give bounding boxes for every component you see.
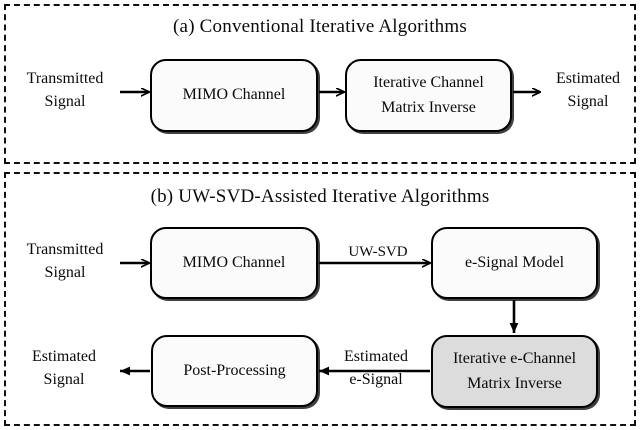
panel-b-output-label: Estimated Signal: [8, 345, 120, 391]
panel-a-output-label: Estimated Signal: [540, 67, 636, 113]
panel-a-box-mimo-channel[interactable]: MIMO Channel: [150, 59, 318, 132]
panel-b-caption: (b) UW-SVD-Assisted Iterative Algorithms: [150, 186, 490, 207]
panel-a-box-inverse-line2: Matrix Inverse: [381, 98, 476, 116]
panel-a-box-iterative-channel-matrix-inverse[interactable]: Iterative Channel Matrix Inverse: [345, 59, 512, 132]
panel-b-output-label-line1: Estimated: [32, 348, 96, 365]
panel-b-input-label: Transmitted Signal: [10, 238, 120, 284]
panel-b-box-iterative-e-channel-matrix-inverse[interactable]: Iterative e-Channel Matrix Inverse: [431, 335, 598, 408]
panel-b-box-e-signal-model[interactable]: e-Signal Model: [431, 227, 598, 299]
panel-a-input-label: Transmitted Signal: [10, 67, 120, 113]
panel-b-input-label-line1: Transmitted: [26, 241, 104, 258]
panel-b-box-post-processing-line1: Post-Processing: [183, 361, 286, 379]
panel-a-input-label-line1: Transmitted: [26, 70, 104, 87]
panel-b-output-label-line2: Signal: [43, 371, 85, 389]
panel-b-box-post-processing[interactable]: Post-Processing: [151, 335, 318, 407]
panel-b-border: [4, 172, 636, 426]
panel-a-box-inverse-line1: Iterative Channel: [373, 73, 484, 91]
panel-a-output-label-line1: Estimated: [556, 70, 620, 87]
panel-b-edge-label-uw-svd: UW-SVD: [348, 244, 408, 260]
panel-b-edge-label-estimated-e-signal: Estimated e-Signal: [324, 345, 428, 391]
panel-b-box-mimo-channel-line1: MIMO Channel: [182, 253, 286, 271]
panel-a-caption: (a) Conventional Iterative Algorithms: [173, 16, 467, 37]
panel-b-edge-label-estimated-e-signal-line1: Estimated: [344, 348, 408, 365]
panel-a-input-label-line2: Signal: [44, 93, 86, 111]
panel-b-edge-label-estimated-e-signal-line2: e-Signal: [349, 371, 403, 389]
panel-b-box-mimo-channel[interactable]: MIMO Channel: [150, 227, 318, 299]
panel-a-box-mimo-channel-line1: MIMO Channel: [182, 86, 286, 104]
panel-b-box-iterative-line1: Iterative e-Channel: [452, 349, 577, 367]
panel-b-box-iterative-line2: Matrix Inverse: [467, 374, 562, 392]
panel-b-box-e-signal-model-line1: e-Signal Model: [464, 253, 565, 271]
panel-a-border: [4, 4, 636, 164]
panel-b-input-label-line2: Signal: [44, 264, 86, 282]
panel-a-output-label-line2: Signal: [567, 93, 609, 111]
